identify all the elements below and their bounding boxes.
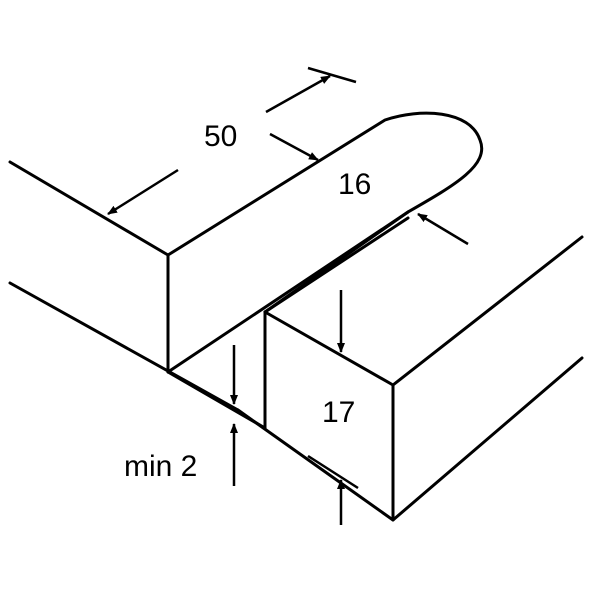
dimension-depth-label: 17 <box>322 396 356 429</box>
dim-16-arrow-upper <box>269 132 319 162</box>
right-block-top-edge <box>263 235 584 387</box>
left-block-top-edge <box>8 160 170 257</box>
dimension-min-gap-label: min 2 <box>124 450 198 483</box>
right-block-top-back <box>263 216 410 314</box>
dimension-slot-width-label: 16 <box>338 168 372 201</box>
dim-17-extension <box>307 454 359 490</box>
dim-50-extension <box>307 66 357 84</box>
dim-16-arrow-lower <box>417 212 469 246</box>
dim-50-arrow-right <box>265 74 331 114</box>
right-block-bottom-edge <box>236 356 584 522</box>
tongue-top-edge <box>166 111 484 257</box>
dimension-length-label: 50 <box>204 120 238 153</box>
dim-50-arrow-left <box>107 168 179 216</box>
